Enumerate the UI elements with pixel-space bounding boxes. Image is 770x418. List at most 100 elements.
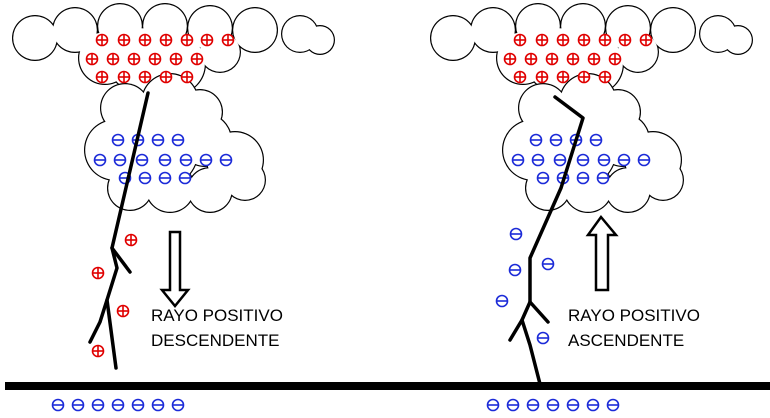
plus-charge-icon [639,33,653,47]
plus-charge-icon [180,70,194,84]
minus-charge-icon [151,133,165,147]
plus-charge-icon [566,52,580,66]
plus-charge-icon [535,33,549,47]
descending-bolt-branch-2 [88,298,109,344]
minus-charge-icon [576,171,590,185]
plus-charge-icon [159,70,173,84]
plus-charge-icon [503,52,517,66]
minus-charge-icon [546,398,560,412]
plus-charge-icon [117,70,131,84]
plus-charge-icon [169,52,183,66]
plus-charge-icon [95,33,109,47]
plus-charge-icon [556,70,570,84]
minus-charge-icon [536,171,550,185]
minus-charge-icon [506,398,520,412]
plus-charge-icon [577,33,591,47]
ascending-bolt-main [520,95,585,386]
plus-charge-icon [221,33,235,47]
arrows-layer [159,214,619,308]
minus-charge-icon [158,153,172,167]
plus-charge-icon [127,52,141,66]
minus-charge-icon [589,133,603,147]
minus-charge-icon [199,153,213,167]
plus-charge-icon [106,52,120,66]
descending-bolt-main [105,91,150,370]
bolts-layer [88,91,585,386]
plus-charge-icon [91,344,105,358]
minus-charge-icon [553,153,567,167]
minus-charge-icon [531,153,545,167]
minus-charge-icon [138,171,152,185]
plus-charge-icon [95,70,109,84]
minus-charge-icon [549,133,563,147]
plus-charge-icon [180,33,194,47]
minus-charge-icon [511,153,525,167]
minus-charge-icon [536,331,550,345]
plus-charge-icon [200,33,214,47]
minus-charge-icon [596,171,610,185]
charges-layer [51,33,653,412]
minus-charge-icon [529,133,543,147]
minus-charge-icon [495,294,509,308]
minus-charge-icon [111,133,125,147]
plus-charge-icon [513,70,527,84]
descending-bolt-branch-1 [110,246,132,274]
minus-charge-icon [158,171,172,185]
plus-charge-icon [190,52,204,66]
up-arrow-icon [585,214,619,292]
minus-charge-icon [131,398,145,412]
plus-charge-icon [608,52,622,66]
plus-charge-icon [124,233,138,247]
plus-charge-icon [138,70,152,84]
plus-charge-icon [159,33,173,47]
plus-charge-icon [618,33,632,47]
minus-charge-icon [637,153,651,167]
minus-charge-icon [171,398,185,412]
down-arrow-icon [159,230,191,308]
plus-charge-icon [513,33,527,47]
descending-label-line2: DESCENDENTE [151,331,280,350]
minus-charge-icon [586,398,600,412]
ascending-bolt-branch-1 [508,318,524,342]
ascending-label-line2: ASCENDENTE [568,331,685,350]
ascending-bolt-branch-2 [528,300,550,324]
plus-charge-icon [117,33,131,47]
minus-charge-icon [179,153,193,167]
minus-charge-icon [178,171,192,185]
minus-charge-icon [93,153,107,167]
plus-charge-icon [524,52,538,66]
minus-charge-icon [617,153,631,167]
plus-charge-icon [587,52,601,66]
plus-charge-icon [545,52,559,66]
plus-charge-icon [556,33,570,47]
plus-charge-icon [148,52,162,66]
minus-charge-icon [219,153,233,167]
plus-charge-icon [85,52,99,66]
minus-charge-icon [486,398,500,412]
plus-charge-icon [598,33,612,47]
plus-charge-icon [91,266,105,280]
plus-charge-icon [138,33,152,47]
plus-charge-icon [598,70,612,84]
plus-charge-icon [577,70,591,84]
minus-charge-icon [113,153,127,167]
minus-charge-icon [111,398,125,412]
minus-charge-icon [135,153,149,167]
minus-charge-icon [509,227,523,241]
minus-charge-icon [91,398,105,412]
ascending-label-line1: RAYO POSITIVO [568,306,700,325]
minus-charge-icon [51,398,65,412]
minus-charge-icon [597,153,611,167]
minus-charge-icon [566,398,580,412]
descending-label-line1: RAYO POSITIVO [151,306,283,325]
minus-charge-icon [508,263,522,277]
minus-charge-icon [171,133,185,147]
minus-charge-icon [541,257,555,271]
plus-charge-icon [116,304,130,318]
minus-charge-icon [606,398,620,412]
minus-charge-icon [151,398,165,412]
minus-charge-icon [526,398,540,412]
minus-charge-icon [576,153,590,167]
plus-charge-icon [535,70,549,84]
